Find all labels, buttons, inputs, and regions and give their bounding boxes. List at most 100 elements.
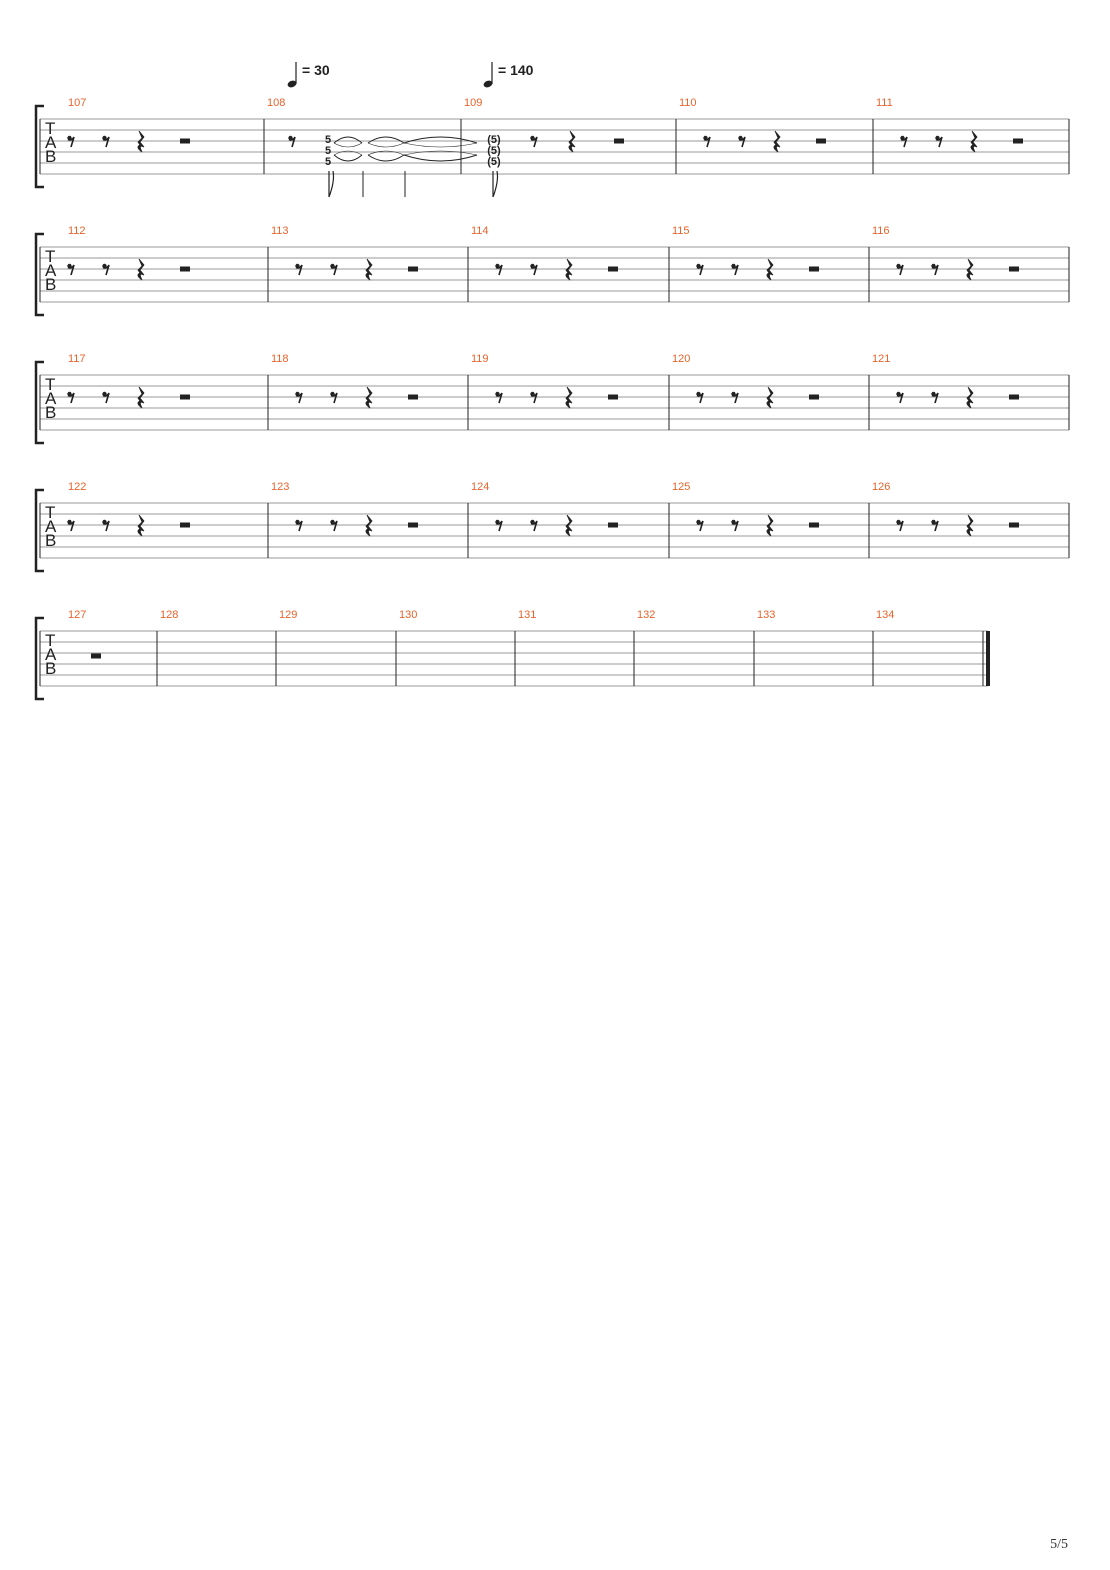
eighth-rest bbox=[530, 519, 538, 532]
measure-number: 108 bbox=[267, 97, 285, 109]
tab-clef-letter: T bbox=[45, 119, 55, 138]
measure-number: 118 bbox=[271, 353, 289, 365]
eighth-rest bbox=[931, 519, 939, 532]
half-rest bbox=[608, 394, 618, 400]
measure: 114 bbox=[471, 225, 618, 281]
eighth-rest bbox=[495, 263, 503, 276]
half-rest bbox=[809, 522, 819, 528]
measure: 115 bbox=[672, 225, 819, 281]
measure-number: 128 bbox=[160, 609, 178, 621]
eighth-rest bbox=[931, 263, 939, 276]
half-rest bbox=[809, 266, 819, 272]
tab-clef-letter: B bbox=[45, 531, 56, 550]
eighth-rest bbox=[530, 263, 538, 276]
eighth-rest bbox=[731, 263, 739, 276]
measure-number: 126 bbox=[872, 481, 890, 493]
measure: 111 bbox=[876, 97, 1023, 153]
quarter-rest bbox=[137, 514, 145, 537]
measure: 116 bbox=[872, 225, 1019, 281]
system-bracket bbox=[34, 360, 44, 445]
quarter-rest bbox=[365, 514, 373, 537]
measure: 113 bbox=[271, 225, 418, 281]
half-rest bbox=[1013, 138, 1023, 144]
fret-number: 5 bbox=[325, 145, 331, 157]
note-stem bbox=[328, 170, 335, 198]
eighth-rest bbox=[530, 391, 538, 404]
tab-clef-letter: A bbox=[45, 261, 57, 280]
measure-number: 130 bbox=[399, 609, 417, 621]
tab-clef-letter: B bbox=[45, 403, 56, 422]
note-stem bbox=[492, 170, 499, 198]
tab-clef-letter: B bbox=[45, 659, 56, 678]
quarter-rest bbox=[766, 258, 774, 281]
measure: 129 bbox=[279, 609, 297, 621]
eighth-rest bbox=[295, 519, 303, 532]
system-bracket bbox=[34, 616, 44, 701]
tab-clef: TAB bbox=[45, 247, 57, 294]
tab-clef-letter: T bbox=[45, 631, 55, 650]
measure-number: 107 bbox=[68, 97, 86, 109]
tab-clef: TAB bbox=[45, 375, 57, 422]
quarter-rest bbox=[966, 386, 974, 409]
tab-clef-letter: A bbox=[45, 645, 57, 664]
eighth-rest bbox=[896, 391, 904, 404]
eighth-rest bbox=[896, 519, 904, 532]
tab-clef: TAB bbox=[45, 119, 57, 166]
eighth-rest bbox=[696, 519, 704, 532]
measure: 123 bbox=[271, 481, 418, 537]
half-rest bbox=[816, 138, 826, 144]
quarter-rest bbox=[966, 258, 974, 281]
eighth-rest bbox=[495, 519, 503, 532]
tab-clef-letter: A bbox=[45, 389, 57, 408]
eighth-rest bbox=[738, 135, 746, 148]
quarter-rest bbox=[365, 258, 373, 281]
tempo-mark: = 140 bbox=[483, 62, 534, 88]
measure-number: 113 bbox=[271, 225, 289, 237]
measure-number: 134 bbox=[876, 609, 894, 621]
measure-number: 125 bbox=[672, 481, 690, 493]
eighth-rest bbox=[102, 519, 110, 532]
half-rest bbox=[1009, 394, 1019, 400]
measure: 132 bbox=[637, 609, 655, 621]
half-rest bbox=[614, 138, 624, 144]
measure-number: 129 bbox=[279, 609, 297, 621]
measure-number: 117 bbox=[68, 353, 86, 365]
half-rest bbox=[180, 266, 190, 272]
eighth-rest bbox=[330, 519, 338, 532]
system-bracket bbox=[34, 232, 44, 317]
eighth-rest bbox=[67, 519, 75, 532]
fret-number: 5 bbox=[325, 156, 331, 168]
eighth-rest bbox=[295, 391, 303, 404]
staff-system: TAB 112 113 114 115 116 bbox=[34, 225, 1070, 317]
half-rest bbox=[180, 394, 190, 400]
tied-fret-number: (5) bbox=[487, 145, 501, 157]
system-bracket bbox=[34, 488, 44, 573]
tie-curves bbox=[333, 136, 478, 162]
measure: 117 bbox=[67, 353, 190, 409]
eighth-rest bbox=[288, 135, 296, 148]
tab-clef-letter: A bbox=[45, 133, 57, 152]
quarter-rest bbox=[970, 130, 978, 153]
tab-clef: TAB bbox=[45, 503, 57, 550]
tab-clef-letter: T bbox=[45, 375, 55, 394]
measure-number: 112 bbox=[68, 225, 86, 237]
tempo-mark: = 30 bbox=[287, 62, 330, 88]
measure-number: 131 bbox=[518, 609, 536, 621]
tied-fret-number: (5) bbox=[487, 156, 501, 168]
measure-number: 110 bbox=[679, 97, 697, 109]
measure-number: 114 bbox=[471, 225, 489, 237]
half-rest bbox=[608, 522, 618, 528]
tab-clef-letter: B bbox=[45, 275, 56, 294]
half-rest bbox=[91, 653, 101, 659]
half-rest bbox=[1009, 266, 1019, 272]
tempo-text: = 140 bbox=[498, 62, 534, 78]
measure-number: 115 bbox=[672, 225, 690, 237]
eighth-rest bbox=[67, 135, 75, 148]
measure: 122 bbox=[67, 481, 190, 537]
final-barline-thick bbox=[986, 631, 990, 686]
